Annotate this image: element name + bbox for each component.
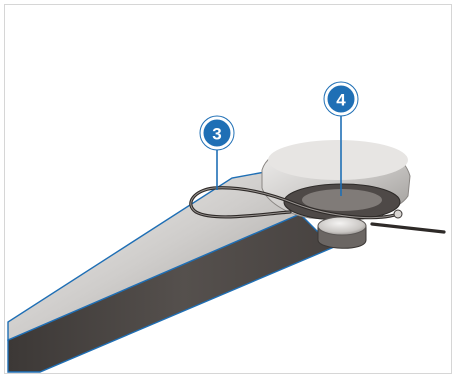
callout-4: 4 [324,82,358,116]
spring-clip-tail [372,224,444,232]
arm-head-top [268,140,408,180]
spring-clip-end [394,210,402,218]
callout-3-label: 3 [212,125,221,144]
callout-4-label: 4 [336,91,346,110]
pivot-boss-top [318,217,366,235]
callout-3: 3 [200,116,234,150]
pivot-mount-inner [302,189,382,211]
